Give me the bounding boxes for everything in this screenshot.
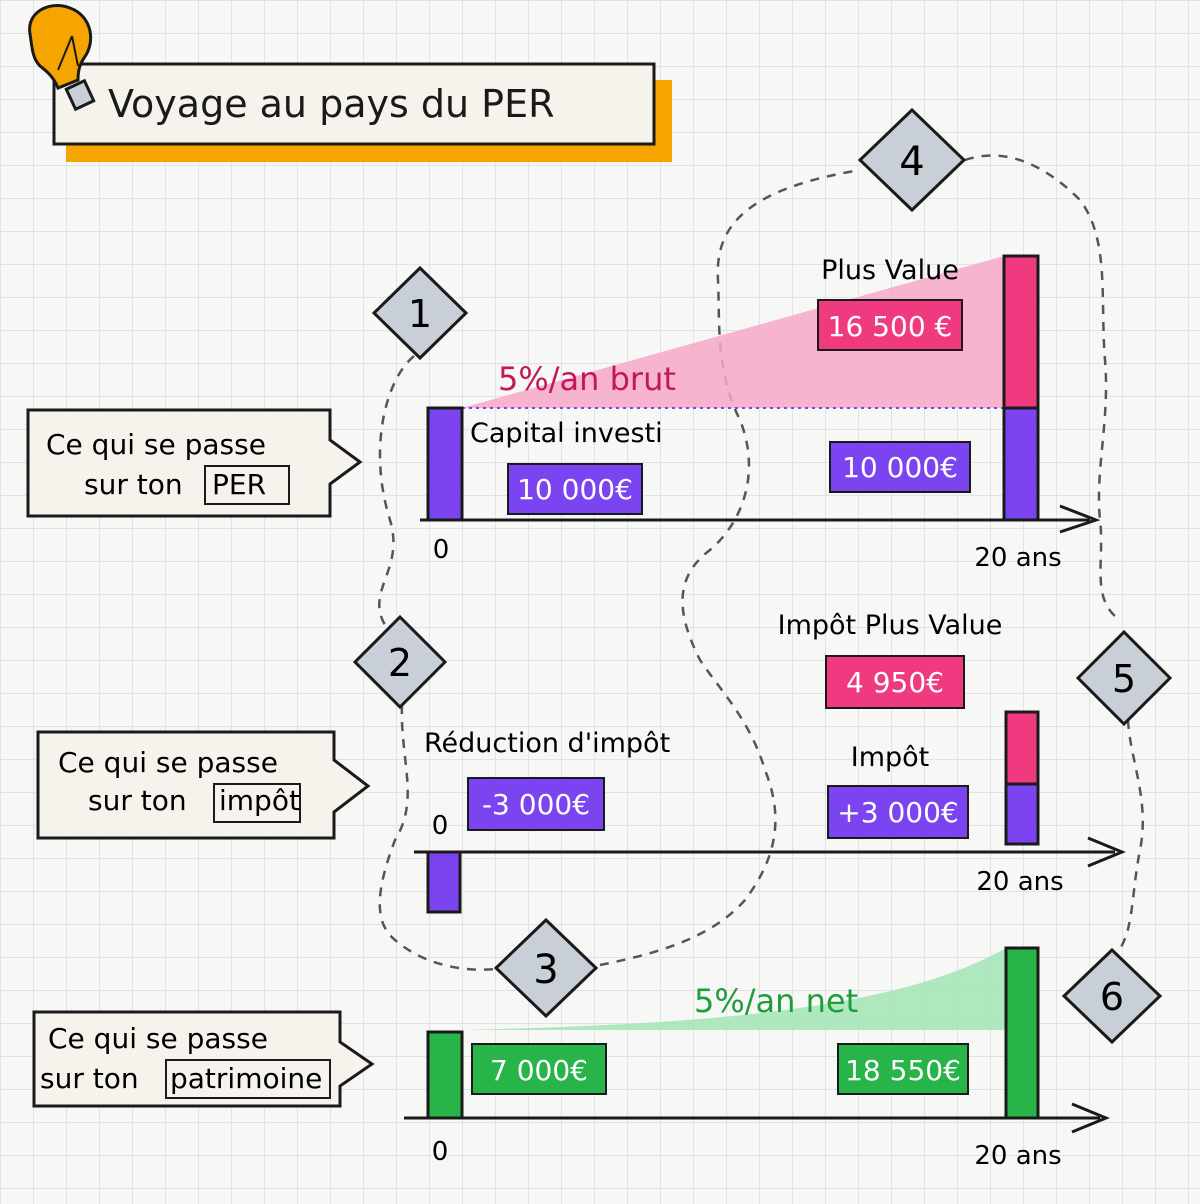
end-tax-value: 4 950€ (846, 666, 944, 699)
bar-start-capital (426, 406, 464, 522)
row-label-highlight: PER (212, 468, 266, 501)
start-value: 10 000€ (517, 473, 633, 506)
bar-end-capital (1002, 406, 1040, 522)
growth-wedge-net (462, 948, 1006, 1030)
row-label-line2: sur ton (40, 1062, 139, 1095)
page-title: Voyage au pays du PER (108, 82, 554, 126)
row-label-impot: Ce qui se passe sur ton impôt (36, 730, 371, 840)
start-value-box (507, 463, 643, 515)
end-base-value: 10 000€ (842, 451, 958, 484)
axis-arrow (1059, 504, 1101, 534)
step-marker-3: 3 (493, 917, 599, 1019)
axis-start-label: 0 (433, 535, 450, 565)
row-label-patrimoine: Ce qui se passe sur ton patrimoine (32, 1010, 375, 1108)
row-label-line2: sur ton (88, 784, 187, 817)
row-label-line1: Ce qui se passe (46, 428, 266, 461)
step-marker-1: 1 (371, 265, 469, 361)
axis-end-label: 20 ans (974, 543, 1061, 573)
start-value: -3 000€ (482, 788, 590, 821)
end-base-caption: Impôt (851, 742, 930, 773)
step-number: 3 (533, 947, 558, 993)
step-marker-4: 4 (857, 107, 967, 213)
rate-label-net: 5%/an net (694, 982, 858, 1020)
step-number: 5 (1112, 657, 1136, 701)
row-label-per: Ce qui se passe sur ton PER (26, 408, 363, 518)
journey-path (378, 154, 1144, 971)
step-number: 6 (1100, 975, 1124, 1019)
start-caption: Capital investi (470, 418, 663, 449)
axis-end-label: 20 ans (974, 1141, 1061, 1171)
end-gain-value: 16 500 € (828, 310, 953, 343)
bar-end-tax-base (1004, 782, 1040, 846)
step-number: 4 (899, 139, 924, 185)
title-block: Voyage au pays du PER (28, 4, 672, 162)
impot-chart: Réduction d'impôt -3 000€ Impôt Plus Val… (414, 610, 1126, 914)
step-number: 2 (388, 641, 412, 685)
patrimoine-chart: 5%/an net 7 000€ 18 550€ 0 20 ans (404, 946, 1110, 1171)
row-label-highlight: impôt (219, 784, 300, 817)
row-label-line2: sur ton (84, 468, 183, 501)
end-gain-caption: Plus Value (821, 255, 959, 286)
per-chart: 5%/an brut Capital investi 10 000€ Plus … (420, 254, 1101, 573)
start-value-box (467, 777, 605, 831)
end-value-box (837, 1043, 969, 1095)
lightbulb-icon (28, 4, 96, 112)
bar-end-tax-gain (1004, 710, 1040, 786)
end-tax-caption: Impôt Plus Value (778, 610, 1003, 641)
end-base-value-box (829, 441, 971, 493)
step-marker-5: 5 (1075, 629, 1173, 727)
step-marker-2: 2 (352, 614, 448, 710)
bar-end-gain (1002, 254, 1040, 410)
end-value: 18 550€ (845, 1054, 961, 1087)
row-label-highlight: patrimoine (170, 1062, 322, 1095)
row-label-line1: Ce qui se passe (58, 746, 278, 779)
rate-label-brut: 5%/an brut (498, 360, 676, 398)
end-base-value: +3 000€ (837, 796, 958, 829)
row-label-line1: Ce qui se passe (48, 1022, 268, 1055)
bar-start-reduction (426, 850, 462, 914)
end-tax-value-box (825, 655, 965, 709)
end-gain-value-box (817, 299, 963, 351)
start-value-box (471, 1043, 607, 1095)
axis-arrow (1087, 836, 1126, 868)
growth-wedge-brut (462, 256, 1004, 408)
start-caption: Réduction d'impôt (424, 728, 670, 759)
axis-start-label: 0 (432, 1137, 449, 1167)
axis-start-label: 0 (432, 811, 449, 841)
start-value: 7 000€ (490, 1054, 588, 1087)
end-base-value-box (827, 785, 969, 839)
axis-arrow (1071, 1102, 1110, 1134)
bar-end-patrimoine (1004, 946, 1040, 1120)
step-number: 1 (408, 292, 432, 336)
step-marker-6: 6 (1061, 947, 1163, 1045)
axis-end-label: 20 ans (976, 867, 1063, 897)
bar-start-patrimoine (426, 1030, 464, 1120)
title-box (52, 62, 656, 146)
